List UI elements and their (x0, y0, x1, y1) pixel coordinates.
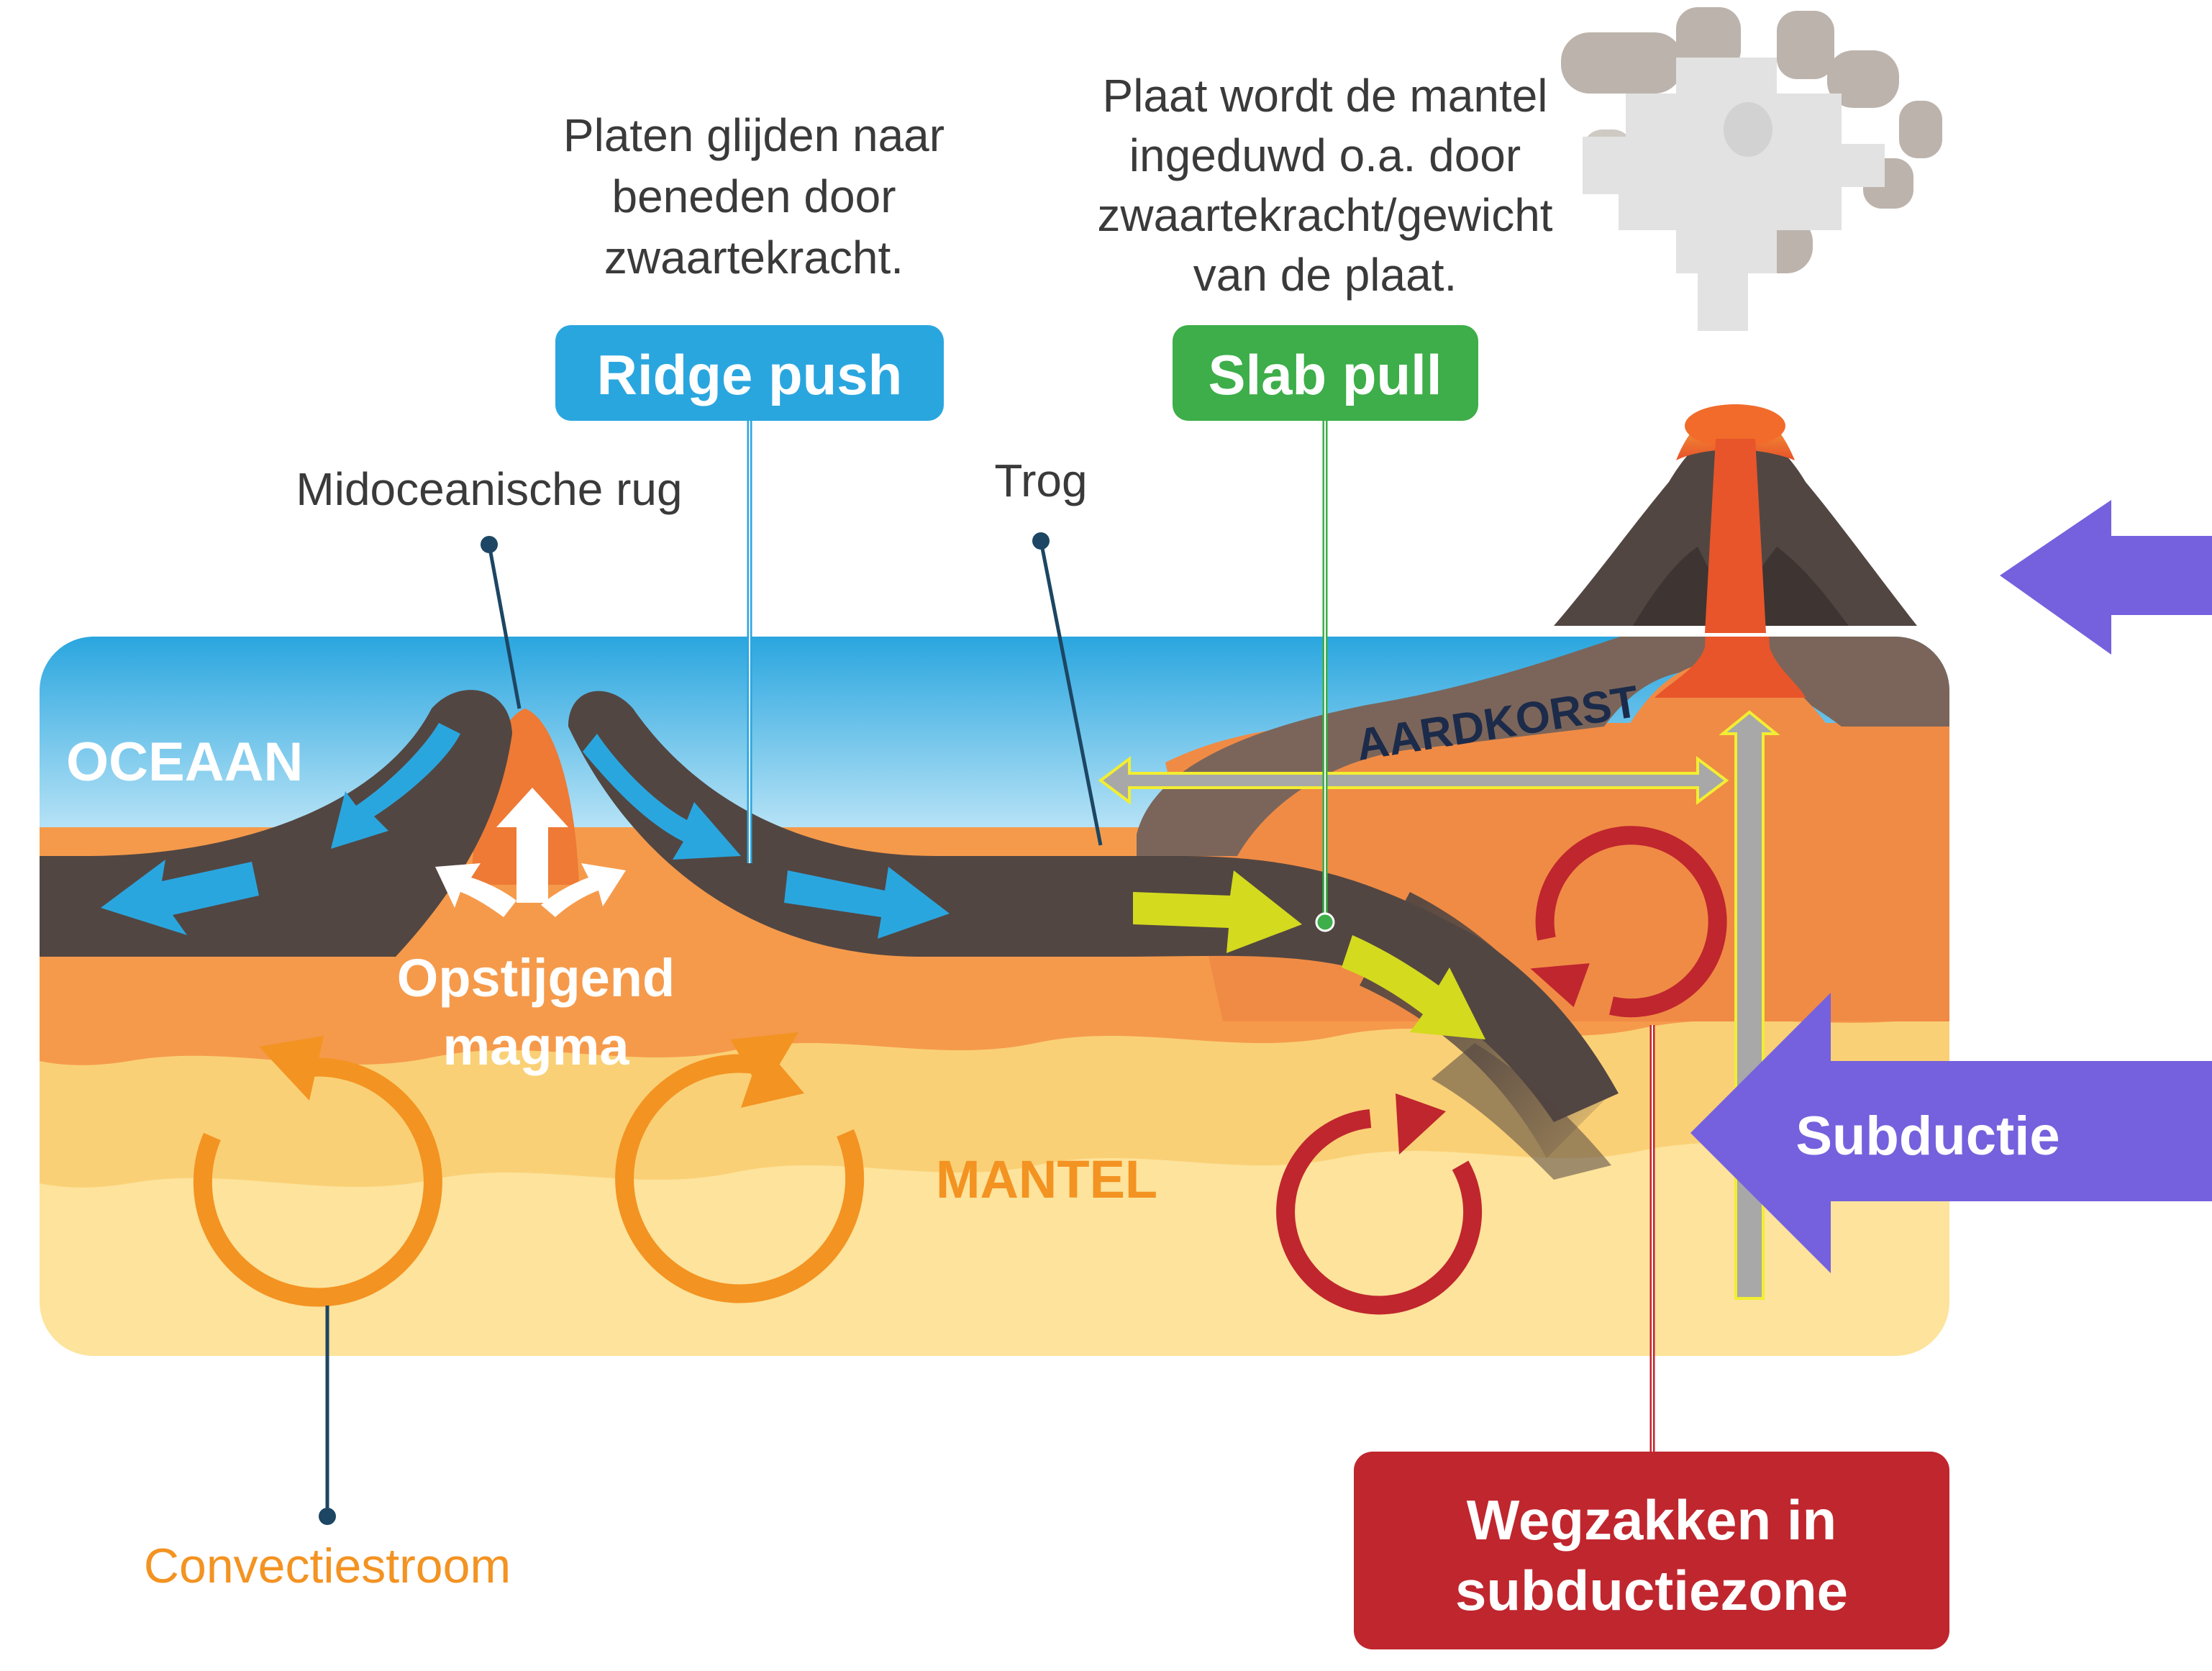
midoceanic-ridge-label: Midoceanische rug (296, 463, 682, 515)
rising-magma-line2: magma (442, 1016, 629, 1076)
rising-magma-line1: Opstijgend (397, 948, 675, 1008)
sinking-label-line2: subductiezone (1455, 1559, 1848, 1622)
blue-arrow-left-upper (331, 723, 460, 849)
subduction-arrow-big (1690, 993, 2212, 1273)
blue-arrow-left-lower (101, 860, 259, 935)
subduction-arrows (1690, 500, 2212, 1273)
convection-arrows (193, 826, 1727, 1315)
convection-circle-red-lower (1276, 1109, 1483, 1315)
subducting-slab (1360, 892, 1611, 1158)
plate-motion-arrows (101, 723, 1485, 1039)
ridge-push-desc-line3: zwaartekracht. (604, 232, 904, 283)
blue-arrow-right-lower (784, 867, 950, 939)
convection-circle-orange-left (193, 1057, 442, 1307)
ridge-push-label: Ridge push (597, 343, 903, 406)
slab-pull-desc-line4: van de plaat. (1193, 249, 1457, 301)
force-arrow-horizontal (1098, 756, 1729, 805)
subduction-label: Subductie (1795, 1106, 2059, 1167)
sinking-label-line1: Wegzakken in (1467, 1488, 1836, 1552)
green-arrow-1 (1133, 870, 1302, 953)
convection-circle-orange-mid (615, 1054, 865, 1303)
convection-label: Convectiestroom (144, 1539, 511, 1593)
text-layer: Platen glijden naar beneden door zwaarte… (66, 70, 2060, 1622)
mantle-label: MANTEL (936, 1149, 1157, 1209)
slab-pull-desc-line3: zwaartekracht/gewicht (1097, 189, 1552, 241)
ash-cloud-icon (1561, 7, 1942, 331)
white-arrow-up-right (541, 863, 626, 917)
trench-label: Trog (994, 455, 1087, 506)
volcano-icon (1554, 404, 1917, 633)
slab-pull-box (1173, 325, 1478, 421)
blue-arrow-right-upper (583, 734, 741, 860)
subduction-arrow-small (2000, 500, 2212, 655)
ridge-push-desc-line2: beneden door (611, 170, 896, 222)
slab-tail (1432, 1043, 1611, 1180)
green-arrow-2 (1342, 935, 1485, 1039)
ocean-label: OCEAAN (66, 732, 303, 793)
oceanic-plate-right (568, 691, 1619, 1122)
ridge-push-desc-line1: Platen glijden naar (563, 109, 945, 161)
white-arrow-up-left (435, 863, 516, 917)
white-arrow-up (496, 788, 568, 903)
slab-pull-desc-line1: Plaat wordt de mantel (1103, 70, 1548, 122)
ridge-push-box (555, 325, 944, 421)
slab-pull-desc-line2: ingeduwd o.a. door (1129, 129, 1521, 181)
sinking-box (1354, 1452, 1949, 1649)
leader-lines (319, 421, 1655, 1525)
slab-pull-label: Slab pull (1208, 343, 1442, 406)
convection-circle-red-upper (1535, 826, 1727, 1018)
continental-crust (1137, 637, 1949, 856)
